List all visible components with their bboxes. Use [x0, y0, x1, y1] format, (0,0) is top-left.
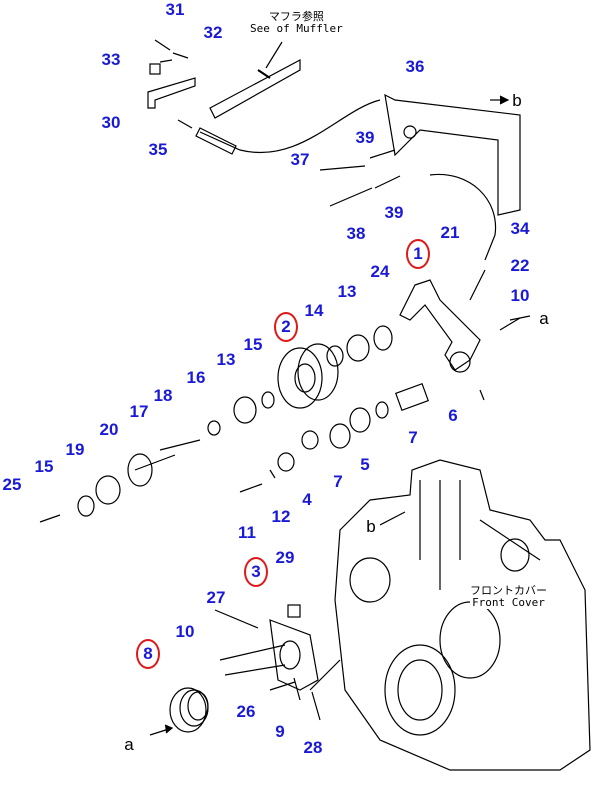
callout-7[interactable]: 7 [408, 428, 418, 447]
callout-9[interactable]: 9 [275, 722, 285, 741]
callout-19[interactable]: 19 [65, 440, 85, 459]
callout-38[interactable]: 38 [346, 224, 366, 243]
spring [169, 687, 207, 733]
callout-16[interactable]: 16 [186, 368, 206, 387]
callout-6[interactable]: 6 [448, 406, 458, 425]
hose [177, 99, 381, 154]
callout-24[interactable]: 24 [370, 262, 390, 281]
callout-31[interactable]: 31 [165, 0, 185, 19]
callout-18[interactable]: 18 [153, 386, 173, 405]
callout-13[interactable]: 13 [337, 282, 357, 301]
pulley [277, 347, 323, 409]
callout-2-highlighted[interactable]: 2 [274, 312, 298, 342]
callout-14[interactable]: 14 [304, 301, 324, 320]
callout-3-highlighted[interactable]: 3 [244, 557, 268, 587]
callout-39[interactable]: 39 [355, 128, 375, 147]
callout-13b[interactable]: 13 [216, 350, 236, 369]
callout-30[interactable]: 30 [101, 113, 121, 132]
callout-35[interactable]: 35 [148, 140, 168, 159]
callout-5[interactable]: 5 [360, 455, 370, 474]
callout-37[interactable]: 37 [290, 150, 310, 169]
callout-1-highlighted[interactable]: 1 [406, 239, 430, 269]
reference-b: b [512, 91, 522, 110]
callout-12[interactable]: 12 [271, 507, 291, 526]
muffler-note: マフラ参照 See of Muffler [250, 11, 343, 35]
bracket-30 [147, 77, 196, 109]
callout-25[interactable]: 25 [2, 475, 22, 494]
front-cover-note: フロントカバー Front Cover [470, 585, 547, 609]
bracket-36 [384, 93, 521, 216]
callout-10[interactable]: 10 [510, 286, 530, 305]
reference-a: a [539, 309, 549, 328]
callout-8-highlighted[interactable]: 8 [136, 639, 160, 669]
muffler-note-en: See of Muffler [250, 22, 343, 35]
callout-7b[interactable]: 7 [333, 472, 343, 491]
reference-a-2: a [124, 735, 134, 754]
front-cover-note-jp: フロントカバー [470, 584, 547, 597]
reference-b-2: b [366, 517, 376, 536]
callout-15b[interactable]: 15 [34, 457, 54, 476]
callout-4[interactable]: 4 [302, 490, 312, 509]
callout-34[interactable]: 34 [510, 219, 530, 238]
callout-36[interactable]: 36 [405, 57, 425, 76]
callout-17[interactable]: 17 [129, 402, 149, 421]
callout-27[interactable]: 27 [206, 588, 226, 607]
callout-32[interactable]: 32 [203, 23, 223, 42]
front-cover-note-en: Front Cover [472, 596, 545, 609]
front-cover [334, 459, 591, 771]
callout-15[interactable]: 15 [243, 335, 263, 354]
callout-28[interactable]: 28 [303, 738, 323, 757]
callout-22[interactable]: 22 [510, 256, 530, 275]
tensioner [269, 619, 319, 691]
callout-33[interactable]: 33 [101, 50, 121, 69]
muffler-bracket [209, 59, 301, 119]
callout-10b[interactable]: 10 [175, 622, 195, 641]
callout-39b[interactable]: 39 [384, 203, 404, 222]
muffler-note-jp: マフラ参照 [268, 10, 324, 23]
callout-29[interactable]: 29 [275, 548, 295, 567]
callout-26[interactable]: 26 [236, 702, 256, 721]
callout-11[interactable]: 11 [238, 523, 256, 542]
callout-21[interactable]: 21 [440, 223, 460, 242]
callout-20[interactable]: 20 [99, 420, 119, 439]
